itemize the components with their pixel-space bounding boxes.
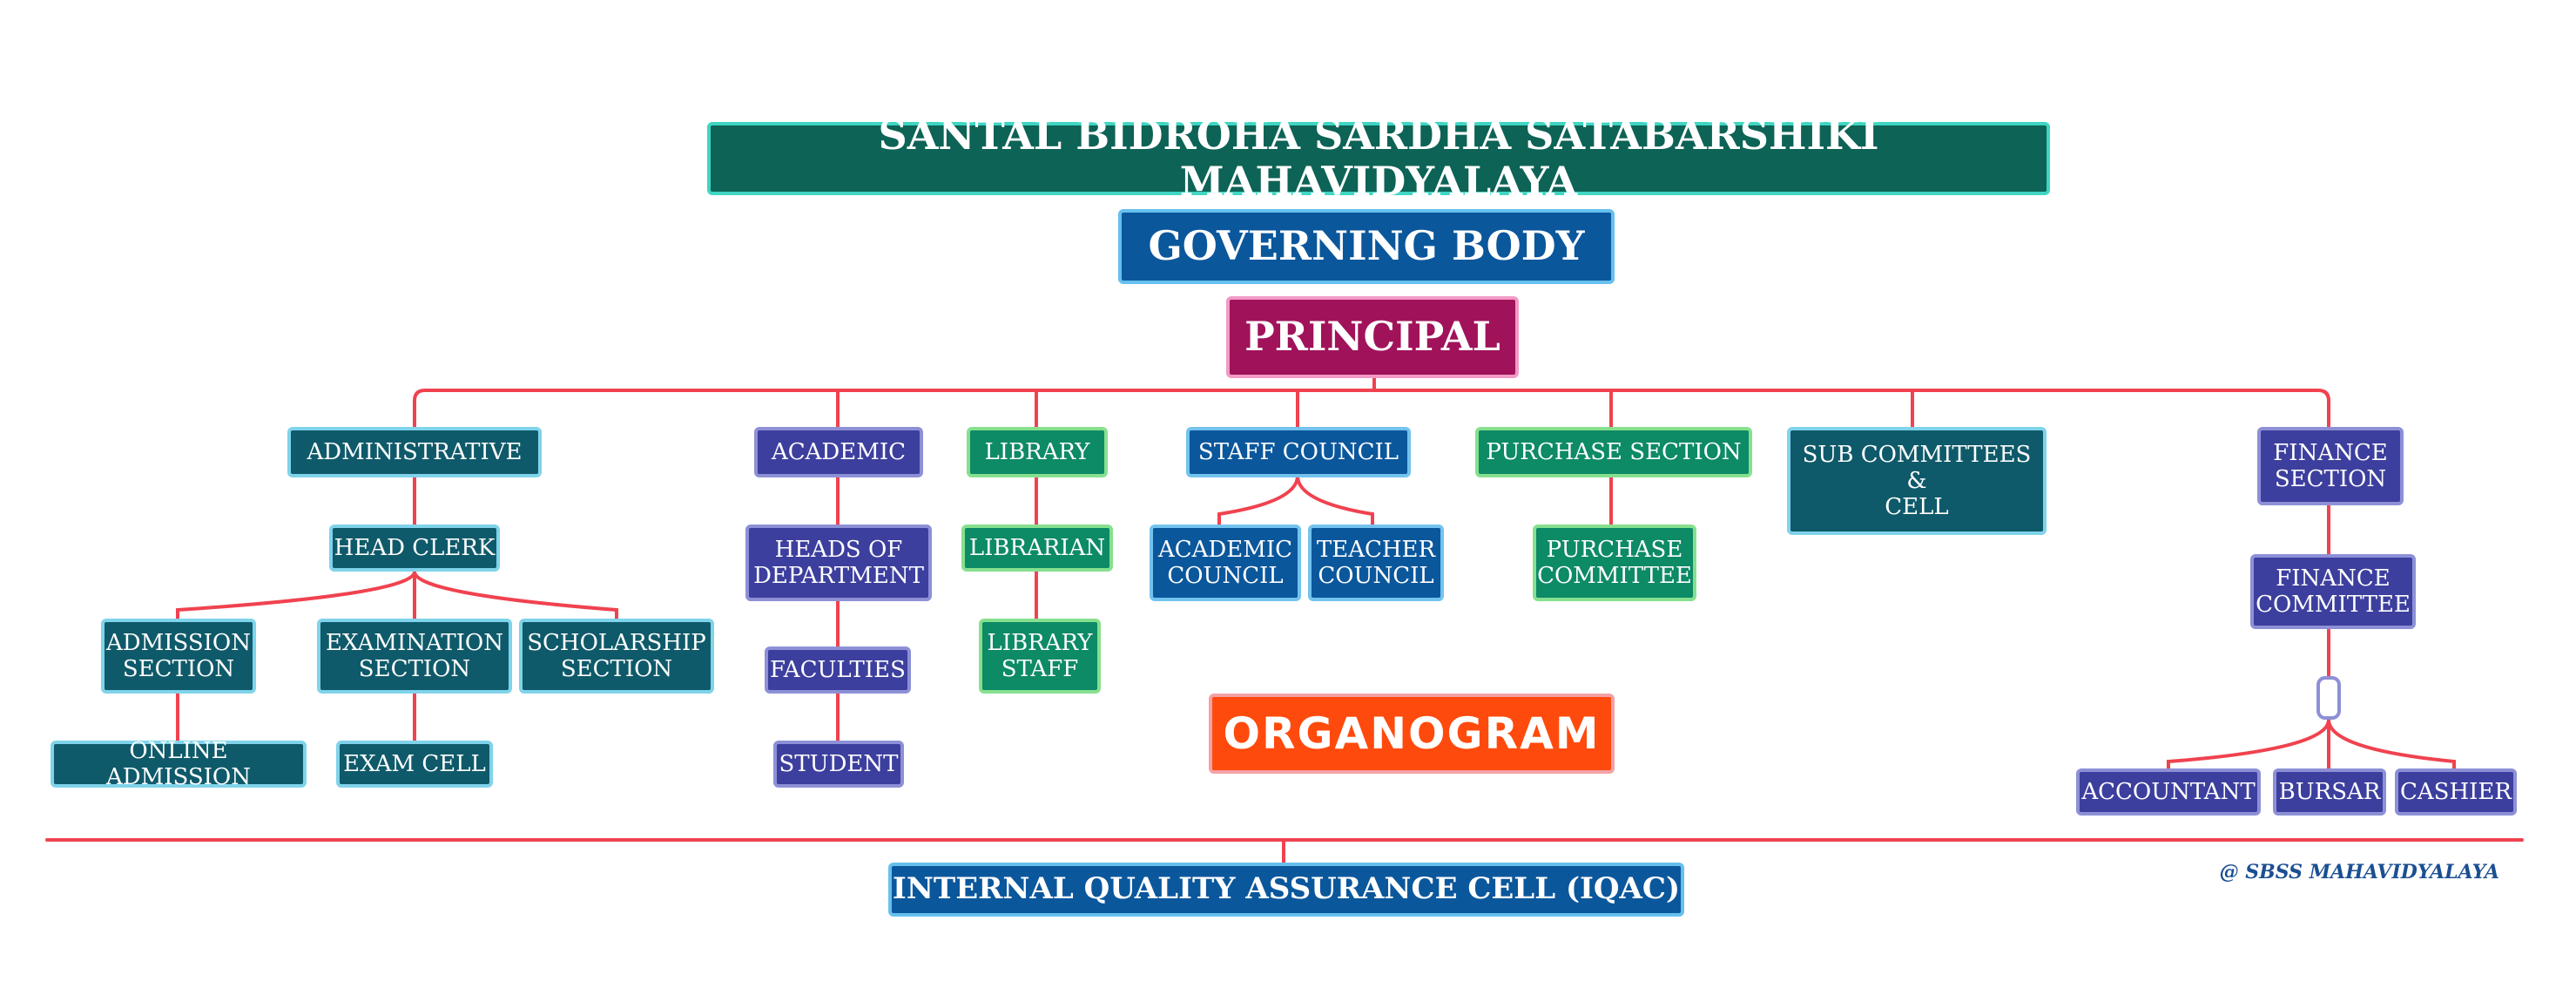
organogram-label: ORGANOGRAM (1209, 694, 1615, 774)
librarian-box: LIBRARIAN (961, 525, 1113, 572)
academic-box: ACADEMIC (754, 427, 923, 477)
examination-section-box: EXAMINATION SECTION (317, 619, 512, 694)
accountant-box: ACCOUNTANT (2076, 768, 2261, 816)
bursar-box: BURSAR (2273, 768, 2386, 816)
head-clerk-box: HEAD CLERK (329, 525, 500, 572)
iqac-box: INTERNAL QUALITY ASSURANCE CELL (IQAC) (888, 863, 1684, 917)
library-staff-box: LIBRARY STAFF (979, 619, 1101, 694)
finance-split-lines (2167, 718, 2456, 770)
staff-council-split-lines (1217, 474, 1374, 526)
faculties-box: FACULTIES (765, 646, 911, 694)
cashier-box: CASHIER (2395, 768, 2517, 816)
online-admission-box: ONLINE ADMISSION (51, 738, 307, 790)
finance-section-box: FINANCE SECTION (2257, 427, 2404, 505)
academic-council-box: ACADEMIC COUNCIL (1150, 525, 1301, 601)
library-box: LIBRARY (967, 427, 1108, 477)
student-box: STUDENT (773, 741, 904, 788)
sub-committees-box: SUB COMMITTEES & CELL (1787, 427, 2047, 535)
main-branch-bus (413, 389, 2330, 429)
purchase-section-box: PURCHASE SECTION (1475, 427, 1752, 477)
heads-of-department-box: HEADS OF DEPARTMENT (745, 525, 932, 601)
finance-committee-box: FINANCE COMMITTEE (2250, 554, 2416, 629)
governing-body-box: GOVERNING BODY (1118, 209, 1615, 284)
staff-council-box: STAFF COUNCIL (1186, 427, 1411, 477)
college-title: SANTAL BIDROHA SARDHA SATABARSHIKI MAHAV… (707, 112, 2050, 205)
finance-junction-connector (2316, 676, 2341, 720)
purchase-committee-box: PURCHASE COMMITTEE (1533, 525, 1696, 601)
principal-box: PRINCIPAL (1226, 296, 1519, 378)
admission-section-box: ADMISSION SECTION (101, 619, 256, 694)
teacher-council-box: TEACHER COUNCIL (1308, 525, 1444, 601)
credit-text: @ SBSS MAHAVIDYALAYA (2219, 861, 2499, 883)
exam-cell-box: EXAM CELL (336, 741, 493, 788)
scholarship-section-box: SCHOLARSHIP SECTION (519, 619, 714, 694)
head-clerk-split-lines (176, 570, 618, 620)
administrative-box: ADMINISTRATIVE (287, 427, 542, 477)
